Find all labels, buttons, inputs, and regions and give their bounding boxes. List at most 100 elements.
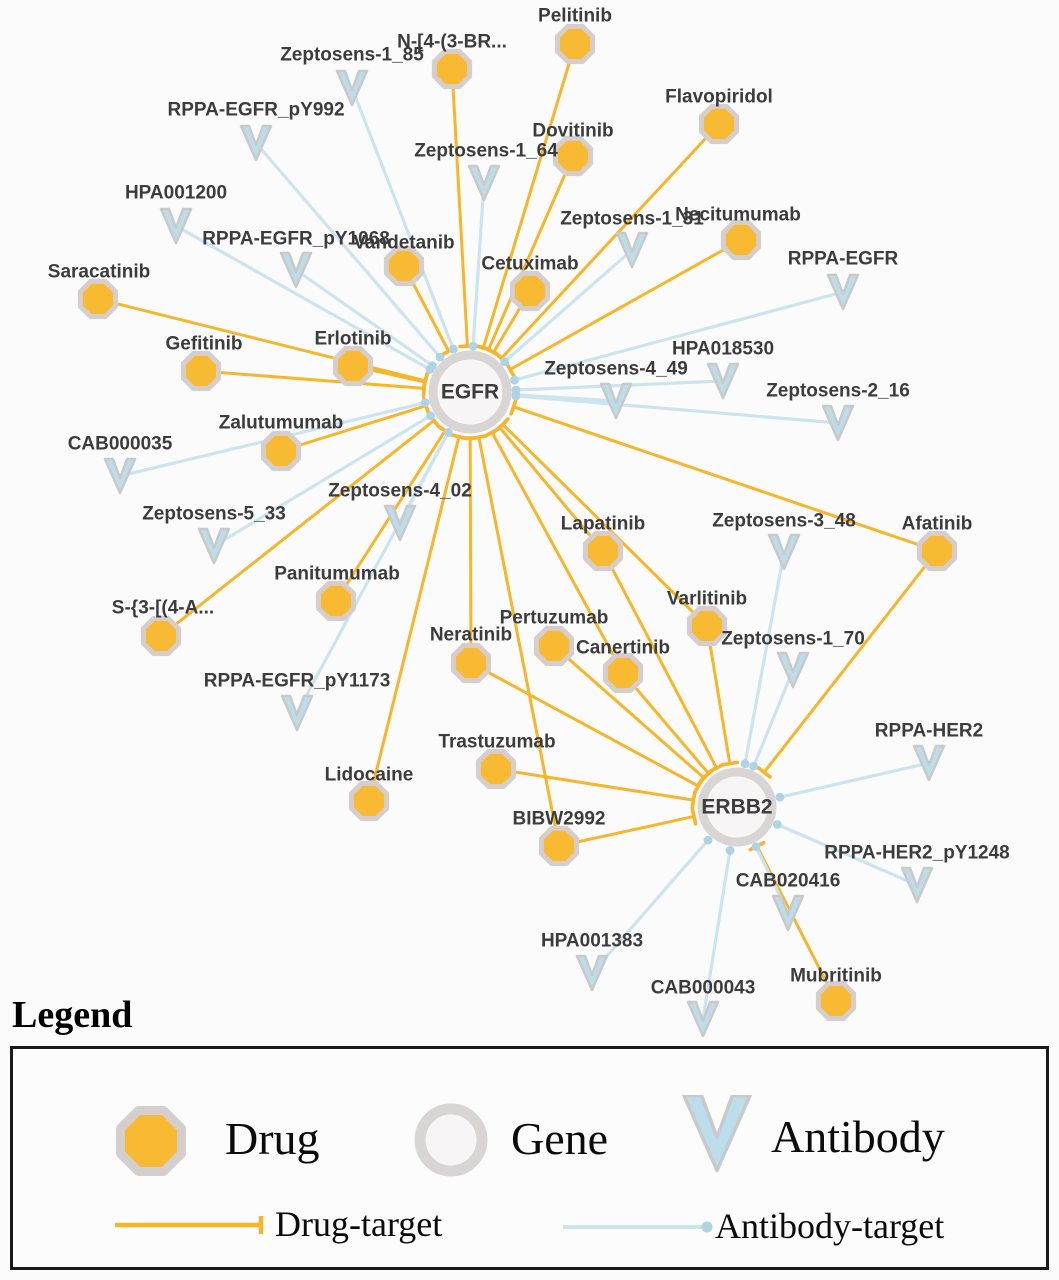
- antibody-v-icon: [776, 651, 810, 689]
- drug-node[interactable]: [260, 430, 302, 472]
- antibody-node[interactable]: [197, 527, 231, 565]
- node-label: Zeptosens-2_16: [766, 381, 910, 402]
- antibody-node[interactable]: [239, 124, 273, 162]
- drug-node[interactable]: [552, 135, 594, 177]
- drug-node[interactable]: [77, 278, 119, 320]
- antibody-node[interactable]: [771, 894, 805, 932]
- antibody-node[interactable]: [279, 251, 313, 289]
- drug-node[interactable]: [582, 530, 624, 572]
- antibody-node[interactable]: [821, 404, 855, 442]
- drug-node[interactable]: [602, 652, 644, 694]
- edge-dot: [500, 357, 509, 367]
- antibody-node[interactable]: [912, 744, 946, 782]
- inhibition-tee: [421, 372, 429, 392]
- antibody-target-edge: [775, 761, 931, 802]
- inhibition-tee: [756, 765, 772, 779]
- antibody-v-icon: [686, 1000, 720, 1038]
- antibody-node[interactable]: [575, 954, 609, 992]
- node-label: RPPA-EGFR_pY1173: [204, 671, 391, 692]
- antibody-v-icon: [383, 504, 417, 542]
- antibody-target-edge: [212, 411, 435, 548]
- legend-drug-target-label: Drug-target: [275, 1204, 443, 1244]
- node-label: RPPA-HER2: [875, 721, 983, 742]
- antibody-node[interactable]: [706, 362, 740, 400]
- drug-octagon-icon: [140, 615, 182, 657]
- antibody-v-icon: [159, 207, 193, 245]
- antibody-node[interactable]: [280, 694, 314, 732]
- antibody-node[interactable]: [335, 69, 369, 107]
- drug-node[interactable]: [383, 245, 425, 287]
- node-label: Zeptosens-1_64: [414, 141, 558, 162]
- drug-node[interactable]: [509, 270, 551, 312]
- antibody-v-icon: [821, 404, 855, 442]
- drug-octagon-icon: [554, 23, 596, 65]
- antibody-node[interactable]: [103, 457, 137, 495]
- antibody-node[interactable]: [776, 651, 810, 689]
- drug-node[interactable]: [332, 345, 374, 387]
- drug-octagon-icon: [450, 642, 492, 684]
- antibody-node[interactable]: [615, 231, 649, 269]
- antibody-target-edge: [590, 835, 713, 975]
- antibody-v-icon: [197, 527, 231, 565]
- drug-octagon-icon: [475, 748, 517, 790]
- drug-octagon-icon: [431, 48, 473, 90]
- drug-octagon-icon: [916, 530, 958, 572]
- drug-node[interactable]: [815, 980, 857, 1022]
- antibody-node[interactable]: [159, 207, 193, 245]
- drug-node[interactable]: [554, 23, 596, 65]
- node-label: Zeptosens-1_85: [280, 45, 424, 66]
- antibody-v-icon: [706, 362, 740, 400]
- drug-node[interactable]: [720, 219, 762, 261]
- antibody-v-icon: [771, 894, 805, 932]
- drug-node[interactable]: [698, 103, 740, 145]
- gene-icon: [414, 1103, 488, 1177]
- drug-node[interactable]: [538, 825, 580, 867]
- antibody-v-icon: [335, 69, 369, 107]
- drug-node[interactable]: [315, 580, 357, 622]
- node-label: Zalutumumab: [219, 413, 344, 434]
- antibody-node[interactable]: [767, 533, 801, 571]
- node-label: RPPA-HER2_pY1248: [824, 843, 1010, 864]
- labels-layer: PelitinibN-[4-(3-BR...FlavopiridolDoviti…: [48, 6, 1010, 999]
- node-label: Zeptosens-5_33: [142, 504, 286, 525]
- antibody-node[interactable]: [826, 273, 860, 311]
- edge-dot: [435, 352, 445, 362]
- edge-dot: [740, 759, 750, 769]
- drug-octagon-icon: [509, 270, 551, 312]
- antibody-target-edge: [511, 391, 840, 425]
- antibody-target-edge-icon: [563, 1221, 713, 1233]
- antibody-target-edge: [511, 379, 725, 395]
- inhibition-tee: [700, 766, 717, 781]
- drug-node[interactable]: [180, 350, 222, 392]
- node-label: Vandetanib: [353, 233, 454, 254]
- gene-node[interactable]: ERBB2: [697, 767, 777, 847]
- drug-node[interactable]: [686, 605, 728, 647]
- drug-node[interactable]: [431, 48, 473, 90]
- gene-node[interactable]: EGFR: [428, 350, 512, 434]
- antibody-v-icon: [767, 533, 801, 571]
- drug-node[interactable]: [348, 780, 390, 822]
- drug-octagon-icon: [180, 350, 222, 392]
- drug-icon: [116, 1106, 186, 1176]
- node-label: Gefitinib: [165, 334, 242, 355]
- node-label: CAB000035: [68, 434, 173, 455]
- antibody-target-edge: [295, 428, 453, 715]
- antibody-target-edge: [740, 550, 786, 769]
- drug-node[interactable]: [475, 748, 517, 790]
- drug-node[interactable]: [916, 530, 958, 572]
- antibody-node[interactable]: [467, 164, 501, 202]
- antibody-node[interactable]: [686, 1000, 720, 1038]
- antibody-node[interactable]: [599, 382, 633, 420]
- node-label: Neratinib: [430, 625, 512, 646]
- drug-node[interactable]: [450, 642, 492, 684]
- drug-octagon-icon: [533, 625, 575, 667]
- drug-node[interactable]: [533, 625, 575, 667]
- edge-dot: [420, 398, 430, 408]
- drug-node[interactable]: [140, 615, 182, 657]
- node-label: Lapatinib: [561, 514, 645, 535]
- antibody-node[interactable]: [383, 504, 417, 542]
- antibody-v-icon: [900, 866, 934, 904]
- node-label: Afatinib: [902, 514, 973, 535]
- antibody-node[interactable]: [900, 866, 934, 904]
- inhibition-tee: [720, 760, 740, 767]
